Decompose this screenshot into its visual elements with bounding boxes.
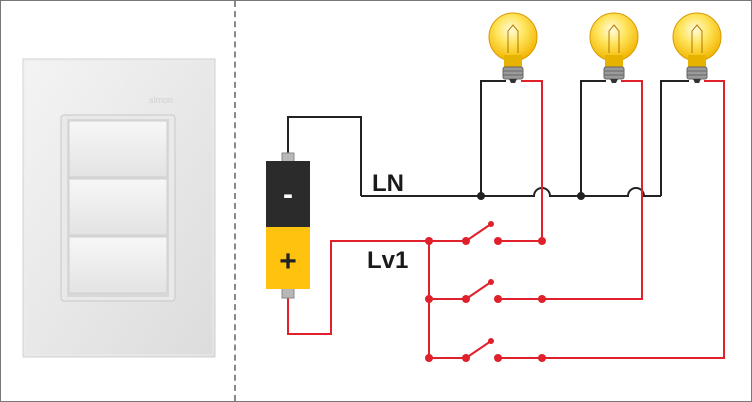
bulb-1 (488, 12, 538, 83)
dashed-divider (234, 1, 236, 401)
battery-positive-half (266, 227, 310, 289)
switch-2-pivot (462, 295, 470, 303)
brand-logo: simon (149, 95, 173, 105)
switch-key-1 (68, 120, 168, 178)
junction-node-1 (477, 192, 485, 200)
switch-2-contact (494, 295, 502, 303)
switch-3-contact (494, 354, 502, 362)
live-wiring (287, 80, 725, 359)
switch-1-pivot (462, 237, 470, 245)
neutral-label: LN (372, 170, 404, 197)
switch-1-contact (494, 237, 502, 245)
bulb-3 (672, 12, 722, 83)
junction-node-2 (577, 192, 585, 200)
battery-plus-sign: + (279, 245, 297, 278)
bulb-2 (589, 12, 639, 83)
switch-label: Lv1 (367, 247, 408, 274)
battery: - + (266, 152, 310, 299)
battery-minus-sign: - (283, 178, 293, 211)
switch-contacts (425, 221, 546, 362)
switch-key-2 (68, 178, 168, 236)
switch-plate-photo: simon (22, 58, 216, 358)
switch-3-pivot (462, 354, 470, 362)
switch-key-3 (68, 236, 168, 294)
battery-negative-half (266, 161, 310, 227)
neutral-wiring (287, 80, 689, 197)
